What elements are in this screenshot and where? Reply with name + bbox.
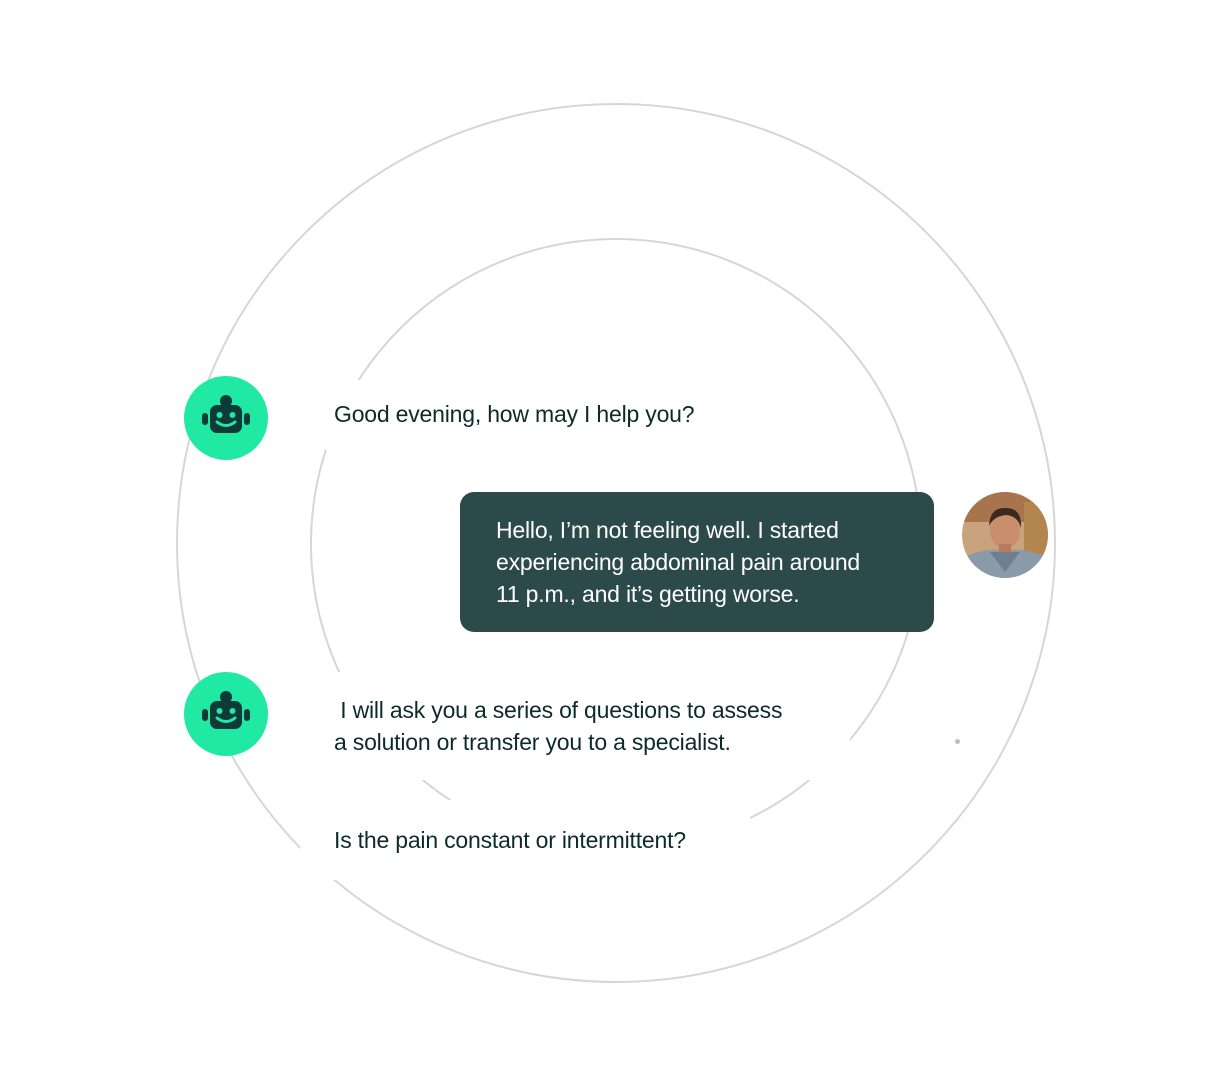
bot-message-assessment: I will ask you a series of questions to … [334,694,782,758]
ring-gap-1 [295,380,735,450]
message-line: a solution or transfer you to a speciali… [334,729,731,755]
outer-ring [176,103,1056,983]
bot-message-greeting: Good evening, how may I help you? [334,398,695,430]
bot-message-question: Is the pain constant or intermittent? [334,824,686,856]
bot-avatar [184,672,268,756]
user-photo-avatar [962,492,1048,578]
ring-gap-4 [460,780,750,802]
message-line: I will ask you a series of questions to … [334,697,783,723]
bot-avatar [184,376,268,460]
robot-face-icon [202,395,250,433]
ring-gap-3 [300,800,750,880]
message-line: Good evening, how may I help you? [334,401,695,427]
ring-gap-2 [290,672,850,780]
user-avatar [962,492,1048,578]
message-line: Hello, I’m not feeling well. I started [496,517,839,543]
decorative-dot [955,739,960,744]
message-line: experiencing abdominal pain around [496,549,861,575]
message-line: 11 p.m., and it’s getting worse. [496,581,800,607]
user-message-bubble: Hello, I’m not feeling well. I started e… [460,492,934,632]
robot-face-icon [202,691,250,729]
message-line: Is the pain constant or intermittent? [334,827,686,853]
